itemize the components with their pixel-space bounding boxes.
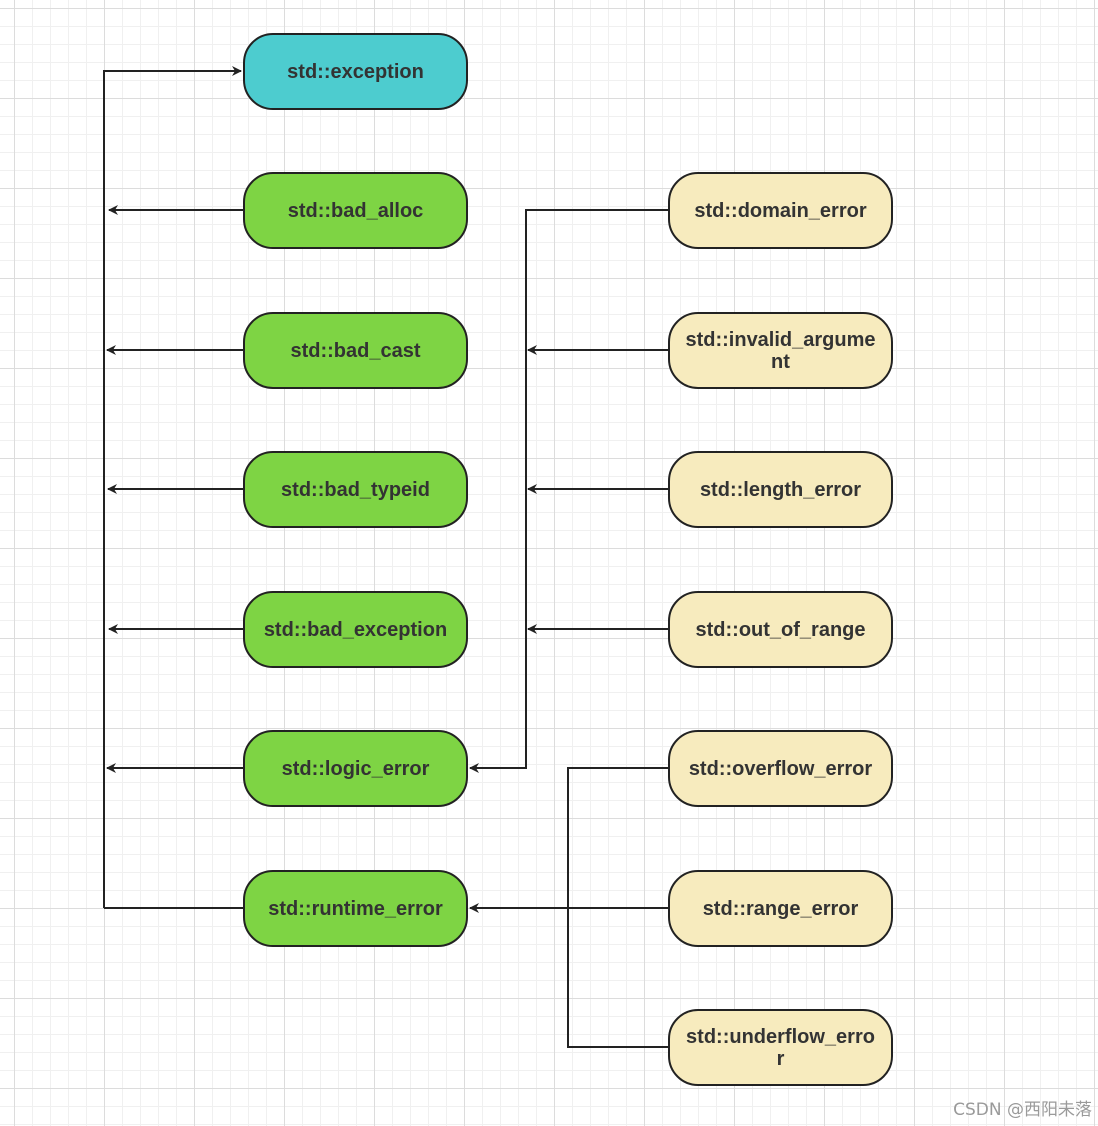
node-label: std::range_error — [702, 897, 859, 920]
watermark: CSDN @西阳未落 — [953, 1100, 1092, 1120]
node-std-bad-typeid[interactable]: std::bad_typeid — [243, 451, 468, 528]
node-std-bad-cast[interactable]: std::bad_cast — [243, 312, 468, 389]
node-label: std::overflow_error — [688, 757, 873, 780]
node-label: std::logic_error — [281, 757, 430, 780]
trunk-to-exception-edge — [103, 66, 242, 908]
node-std-invalid-argument[interactable]: std::invalid_argume nt — [668, 312, 893, 389]
node-std-out-of-range[interactable]: std::out_of_range — [668, 591, 893, 668]
node-label: std::bad_alloc — [287, 199, 424, 222]
node-label: std::exception — [287, 60, 424, 83]
node-std-runtime-error[interactable]: std::runtime_error — [243, 870, 468, 947]
node-std-length-error[interactable]: std::length_error — [668, 451, 893, 528]
node-std-bad-exception[interactable]: std::bad_exception — [243, 591, 468, 668]
node-label: std::runtime_error — [268, 897, 443, 920]
node-label: std::length_error — [699, 478, 862, 501]
node-std-logic-error[interactable]: std::logic_error — [243, 730, 468, 807]
node-std-domain-error[interactable]: std::domain_error — [668, 172, 893, 249]
domain-error-to-logic-error-edge — [469, 209, 668, 773]
node-label: std::invalid_argume nt — [685, 328, 876, 373]
node-label: std::bad_typeid — [281, 478, 430, 501]
node-std-underflow-error[interactable]: std::underflow_erro r — [668, 1009, 893, 1086]
node-label: std::underflow_erro r — [686, 1025, 875, 1070]
node-std-range-error[interactable]: std::range_error — [668, 870, 893, 947]
node-label: std::bad_exception — [263, 618, 448, 641]
node-label: std::domain_error — [694, 199, 867, 222]
node-label: std::bad_cast — [290, 339, 421, 362]
node-std-exception[interactable]: std::exception — [243, 33, 468, 110]
node-std-bad-alloc[interactable]: std::bad_alloc — [243, 172, 468, 249]
node-std-overflow-error[interactable]: std::overflow_error — [668, 730, 893, 807]
node-label: std::out_of_range — [695, 618, 866, 641]
